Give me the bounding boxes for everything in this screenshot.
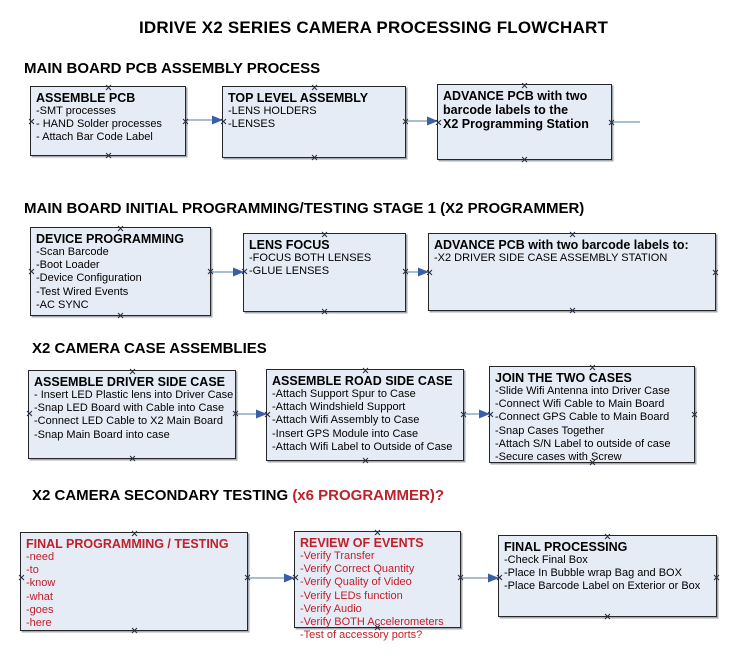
connection-handle-left[interactable] (426, 269, 433, 276)
node-line: -know (26, 577, 56, 590)
node-line: -Attach Wifi Assembly to Case (272, 414, 420, 427)
node-line: -LENSES (228, 118, 276, 131)
connection-handle-right[interactable] (712, 269, 719, 276)
node-line: -Attach Support Spur to Case (272, 388, 416, 400)
node-line: -FOCUS BOTH LENSES (249, 252, 372, 264)
node-line: - Attach Bar Code Label (36, 131, 153, 144)
connection-handle-bottom[interactable] (521, 156, 528, 163)
node-line: -Connect GPS Cable to Main Board (495, 411, 670, 424)
section-heading-4: X2 CAMERA SECONDARY TESTING (x6 PROGRAMM… (32, 487, 444, 504)
node-lens-focus[interactable]: LENS FOCUS -FOCUS BOTH LENSES -GLUE LENS… (243, 233, 406, 312)
node-line: -Connect Wifi Cable to Main Board (495, 398, 665, 411)
node-top-level-assembly[interactable]: TOP LEVEL ASSEMBLY -LENS HOLDERS -LENSES (222, 86, 406, 158)
node-final-programming-testing[interactable]: FINAL PROGRAMMING / TESTING -need -to -k… (20, 532, 248, 631)
node-advance-pcb-programming-station[interactable]: ADVANCE PCB with two barcode labels to t… (437, 84, 612, 160)
node-line: -SMT processes (36, 105, 116, 117)
page-title: IDRIVE X2 SERIES CAMERA PROCESSING FLOWC… (138, 18, 609, 37)
node-line: -Scan Barcode (36, 246, 109, 258)
section-label-3: X2 CAMERA CASE ASSEMBLIES (32, 340, 267, 357)
node-line: -to (26, 564, 39, 577)
node-line: -AC SYNC (36, 298, 89, 311)
node-line: -Verify Quality of Video (300, 576, 412, 589)
node-line-overflow: -Test of accessory ports? (300, 629, 423, 642)
node-header: ASSEMBLE ROAD SIDE CASE (272, 374, 453, 388)
node-header: ASSEMBLE PCB (36, 91, 136, 105)
node-line: -Check Final Box (504, 554, 588, 566)
node-line: X2 Programming Station (443, 117, 589, 131)
connection-handle-bottom[interactable] (311, 154, 318, 161)
node-line: -GLUE LENSES (249, 265, 330, 278)
node-line: -need (26, 551, 55, 563)
node-line: -Verify Audio (300, 602, 362, 615)
node-header: FINAL PROGRAMMING / TESTING (26, 537, 229, 551)
node-line: -Place In Bubble wrap Bag and BOX (504, 567, 682, 580)
node-assemble-road-side-case[interactable]: ASSEMBLE ROAD SIDE CASE -Attach Support … (266, 369, 464, 461)
node-header: LENS FOCUS (249, 238, 330, 252)
connection-handle-bottom[interactable] (604, 613, 611, 620)
connection-handle-bottom[interactable] (569, 307, 576, 314)
node-line: -Snap LED Board with Cable into Case (34, 402, 225, 415)
node-line: -LENS HOLDERS (228, 105, 317, 117)
node-header: ASSEMBLE DRIVER SIDE CASE (34, 375, 226, 389)
node-header: JOIN THE TWO CASES (495, 371, 632, 385)
node-line: -Device Configuration (36, 272, 142, 285)
node-line: -Verify Correct Quantity (300, 563, 415, 576)
node-line: -Verify LEDs function (300, 589, 403, 602)
section-label-4: X2 CAMERA SECONDARY TESTING (32, 487, 293, 504)
node-line: -Snap Cases Together (495, 424, 605, 437)
node-line: - HAND Solder processes (36, 118, 162, 131)
node-header: DEVICE PROGRAMMING (36, 232, 184, 246)
node-device-programming[interactable]: DEVICE PROGRAMMING -Scan Barcode -Boot L… (30, 227, 211, 316)
node-line: -what (26, 590, 53, 603)
node-header: ADVANCE PCB with two barcode labels to: (434, 238, 689, 252)
node-line: -Secure cases with Screw (495, 451, 622, 464)
connection-handle-bottom[interactable] (129, 455, 136, 462)
node-line: -here (26, 617, 52, 630)
node-join-the-two-cases[interactable]: JOIN THE TWO CASES -Slide Wifi Antenna i… (489, 366, 695, 463)
connection-handle-bottom[interactable] (117, 312, 124, 319)
node-line: -Attach S/N Label to outside of case (495, 437, 671, 450)
node-line: -Snap Main Board into case (34, 428, 170, 441)
node-line: -goes (26, 603, 54, 616)
connection-handle-bottom[interactable] (105, 152, 112, 159)
node-line: -Attach Wifi Label to Outside of Case (272, 440, 453, 453)
node-line: -Verify Transfer (300, 550, 375, 562)
node-final-processing[interactable]: FINAL PROCESSING -Check Final Box -Place… (498, 535, 717, 617)
node-header: REVIEW OF EVENTS (300, 536, 424, 550)
node-header: FINAL PROCESSING (504, 540, 628, 554)
section-heading-3: X2 CAMERA CASE ASSEMBLIES (32, 340, 267, 357)
section-label-1: MAIN BOARD PCB ASSEMBLY PROCESS (24, 60, 321, 77)
node-header: TOP LEVEL ASSEMBLY (228, 91, 369, 105)
node-header: ADVANCE PCB with two (443, 89, 588, 103)
node-line: -Test Wired Events (36, 285, 129, 298)
node-line: barcode labels to the (443, 103, 569, 117)
node-assemble-driver-side-case[interactable]: ASSEMBLE DRIVER SIDE CASE - Insert LED P… (28, 370, 236, 459)
node-line: -Slide Wifi Antenna into Driver Case (495, 385, 670, 397)
section-heading-1: MAIN BOARD PCB ASSEMBLY PROCESS (24, 60, 320, 77)
node-review-of-events[interactable]: REVIEW OF EVENTS -Verify Transfer -Verif… (294, 531, 461, 641)
section-label-4-accent: (x6 PROGRAMMER)? (292, 487, 444, 504)
section-heading-2: MAIN BOARD INITIAL PROGRAMMING/TESTING S… (24, 200, 584, 217)
node-line: -Connect LED Cable to X2 Main Board (34, 415, 223, 428)
node-line: -Insert GPS Module into Case (272, 427, 419, 440)
node-line: -Verify BOTH Accelerometers (300, 616, 444, 629)
section-label-2: MAIN BOARD INITIAL PROGRAMMING/TESTING S… (24, 200, 585, 217)
node-advance-pcb-driver-side-station[interactable]: ADVANCE PCB with two barcode labels to: … (428, 233, 716, 311)
node-line: - Insert LED Plastic lens into Driver Ca… (34, 389, 234, 401)
connection-handle-bottom[interactable] (362, 457, 369, 464)
connection-handle-bottom[interactable] (321, 308, 328, 315)
node-line: -Attach Windshield Support (272, 401, 406, 414)
node-line: -Place Barcode Label on Exterior or Box (504, 580, 701, 593)
node-line: -Boot Loader (36, 259, 100, 272)
node-assemble-pcb[interactable]: ASSEMBLE PCB -SMT processes - HAND Solde… (30, 86, 186, 156)
node-line: -X2 DRIVER SIDE CASE ASSEMBLY STATION (434, 252, 668, 264)
